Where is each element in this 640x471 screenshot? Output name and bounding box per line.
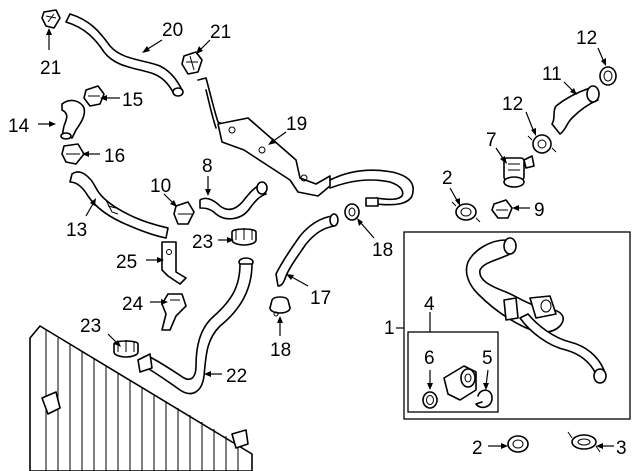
callout-1: 1 xyxy=(384,318,395,339)
callout-8: 8 xyxy=(202,156,213,177)
callout-22: 22 xyxy=(226,366,247,387)
callout-9: 9 xyxy=(534,200,545,221)
part-22-hose[interactable] xyxy=(137,257,254,395)
part-11-hose[interactable] xyxy=(551,85,600,135)
part-6-o-ring[interactable] xyxy=(422,391,438,409)
part-10-clip[interactable] xyxy=(173,201,195,225)
part-19-coolant-pipe[interactable] xyxy=(197,77,414,207)
part-20-hose[interactable] xyxy=(65,13,184,97)
callout-17: 17 xyxy=(310,288,331,309)
part-23-cap-upper[interactable] xyxy=(231,228,257,246)
kit-4-connector[interactable] xyxy=(443,365,477,401)
part-1-hose-assembly[interactable] xyxy=(465,237,607,384)
part-12-clamp-upper[interactable] xyxy=(599,66,617,86)
part-18-clamp-upper[interactable] xyxy=(344,203,360,221)
callout-2-lower: 2 xyxy=(472,438,483,459)
part-12-clamp-middle[interactable] xyxy=(527,134,557,154)
assembly-1-frame xyxy=(403,231,631,420)
part-21-clip-upper-right[interactable] xyxy=(181,51,203,75)
part-3-clamp[interactable] xyxy=(567,431,601,453)
callout-18-upper: 18 xyxy=(372,240,393,261)
part-8-hose[interactable] xyxy=(199,181,268,220)
callout-18-lower: 18 xyxy=(270,340,291,361)
callout-10: 10 xyxy=(150,176,171,197)
callout-23-lower: 23 xyxy=(80,316,101,337)
callout-25: 25 xyxy=(116,252,137,273)
part-21-clip-upper-left[interactable] xyxy=(41,9,61,29)
callout-15: 15 xyxy=(122,90,143,111)
part-25-bracket[interactable] xyxy=(161,241,187,285)
callout-2-upper: 2 xyxy=(442,168,453,189)
part-24-clip[interactable] xyxy=(161,293,187,331)
callout-24: 24 xyxy=(122,294,144,315)
part-9-clip[interactable] xyxy=(491,199,513,219)
part-16-clip[interactable] xyxy=(61,143,85,165)
part-2-clamp-lower[interactable] xyxy=(507,435,529,453)
leader-lines xyxy=(38,28,614,449)
callout-4: 4 xyxy=(424,294,435,315)
radiator[interactable] xyxy=(29,325,253,471)
callout-3: 3 xyxy=(616,438,627,459)
callout-21-upper-right: 21 xyxy=(210,22,231,43)
part-2-clamp-upper[interactable] xyxy=(451,201,481,223)
callout-21-upper-left: 21 xyxy=(40,58,61,79)
part-15-clip[interactable] xyxy=(83,85,105,107)
part-17-hose[interactable] xyxy=(275,213,339,287)
part-7-valve[interactable] xyxy=(503,155,535,188)
callout-23-upper: 23 xyxy=(192,232,213,253)
kit-4-frame xyxy=(407,331,499,413)
callout-16: 16 xyxy=(104,146,125,167)
callout-5: 5 xyxy=(482,348,493,369)
callout-19: 19 xyxy=(286,114,307,135)
part-14-hose-elbow[interactable] xyxy=(60,99,86,140)
part-5-retaining-clip[interactable] xyxy=(475,389,493,409)
callout-12-top: 12 xyxy=(576,28,597,49)
part-13-hose[interactable] xyxy=(69,171,169,239)
callout-13: 13 xyxy=(66,220,87,241)
callout-14: 14 xyxy=(8,116,30,137)
part-18-clamp-lower[interactable] xyxy=(269,296,291,317)
part-23-cap-lower[interactable] xyxy=(113,340,139,358)
callout-12-middle: 12 xyxy=(502,94,523,115)
callout-6: 6 xyxy=(424,348,435,369)
callout-20: 20 xyxy=(162,20,183,41)
callout-11: 11 xyxy=(542,64,562,85)
callout-7: 7 xyxy=(486,130,497,151)
